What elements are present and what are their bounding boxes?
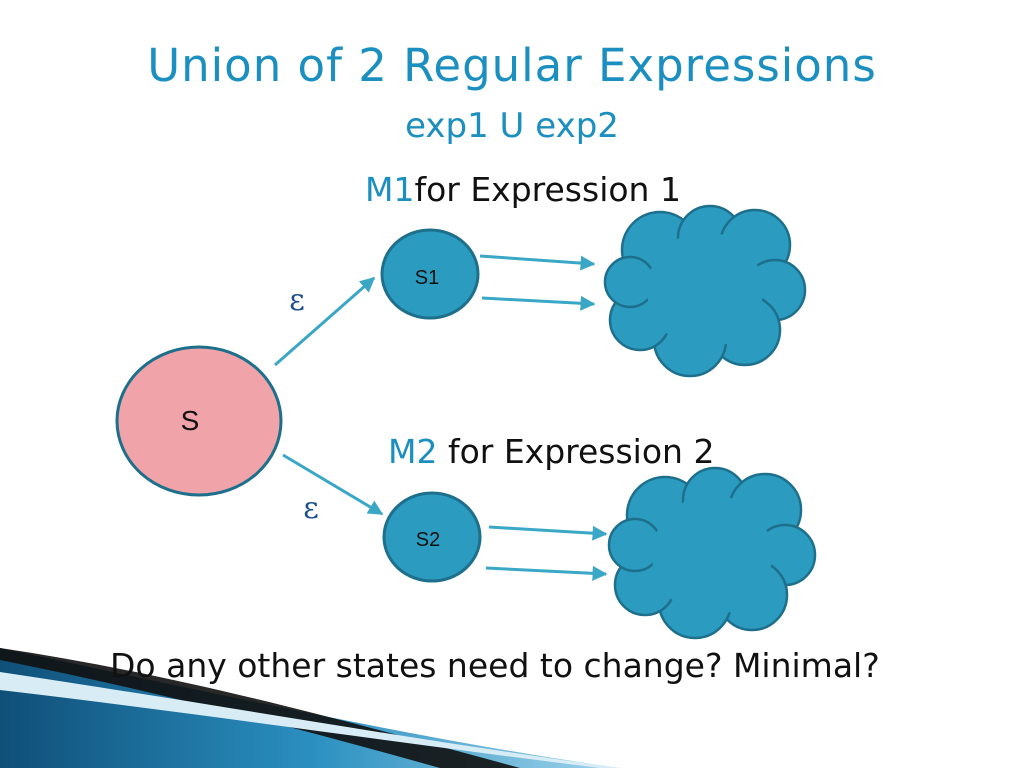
epsilon-label-1: ε	[289, 283, 305, 318]
s1-arrow-lower	[481, 295, 596, 311]
s2-arrow-lower	[485, 565, 608, 581]
state-s2: S2	[382, 491, 482, 583]
m1-text: for Expression 1	[414, 170, 681, 209]
state-s2-label: S2	[416, 529, 440, 551]
state-s1-label: S1	[415, 267, 439, 289]
epsilon-arrow-to-s2	[282, 453, 384, 516]
m2-text: for Expression 2	[437, 432, 715, 471]
m2-cloud	[607, 466, 817, 640]
start-state-label: S	[181, 405, 200, 436]
epsilon-label-2: ε	[303, 491, 319, 526]
m1-caption: M1for Expression 1	[365, 170, 681, 210]
state-s1: S1	[380, 228, 480, 320]
m2-tag: M2	[388, 432, 438, 471]
m2-caption: M2 for Expression 2	[388, 432, 714, 472]
start-state: S	[115, 345, 283, 497]
slide-title: Union of 2 Regular Expressions	[147, 39, 877, 92]
question-text: Do any other states need to change? Mini…	[110, 646, 880, 685]
m1-cloud	[603, 204, 807, 378]
s1-arrow-upper	[479, 254, 596, 271]
m1-tag: M1	[365, 170, 415, 209]
s2-arrow-upper	[488, 525, 608, 541]
epsilon-arrow-to-s1	[274, 276, 376, 367]
slide-subtitle: exp1 U exp2	[405, 106, 619, 146]
decorative-swoosh	[0, 648, 620, 768]
